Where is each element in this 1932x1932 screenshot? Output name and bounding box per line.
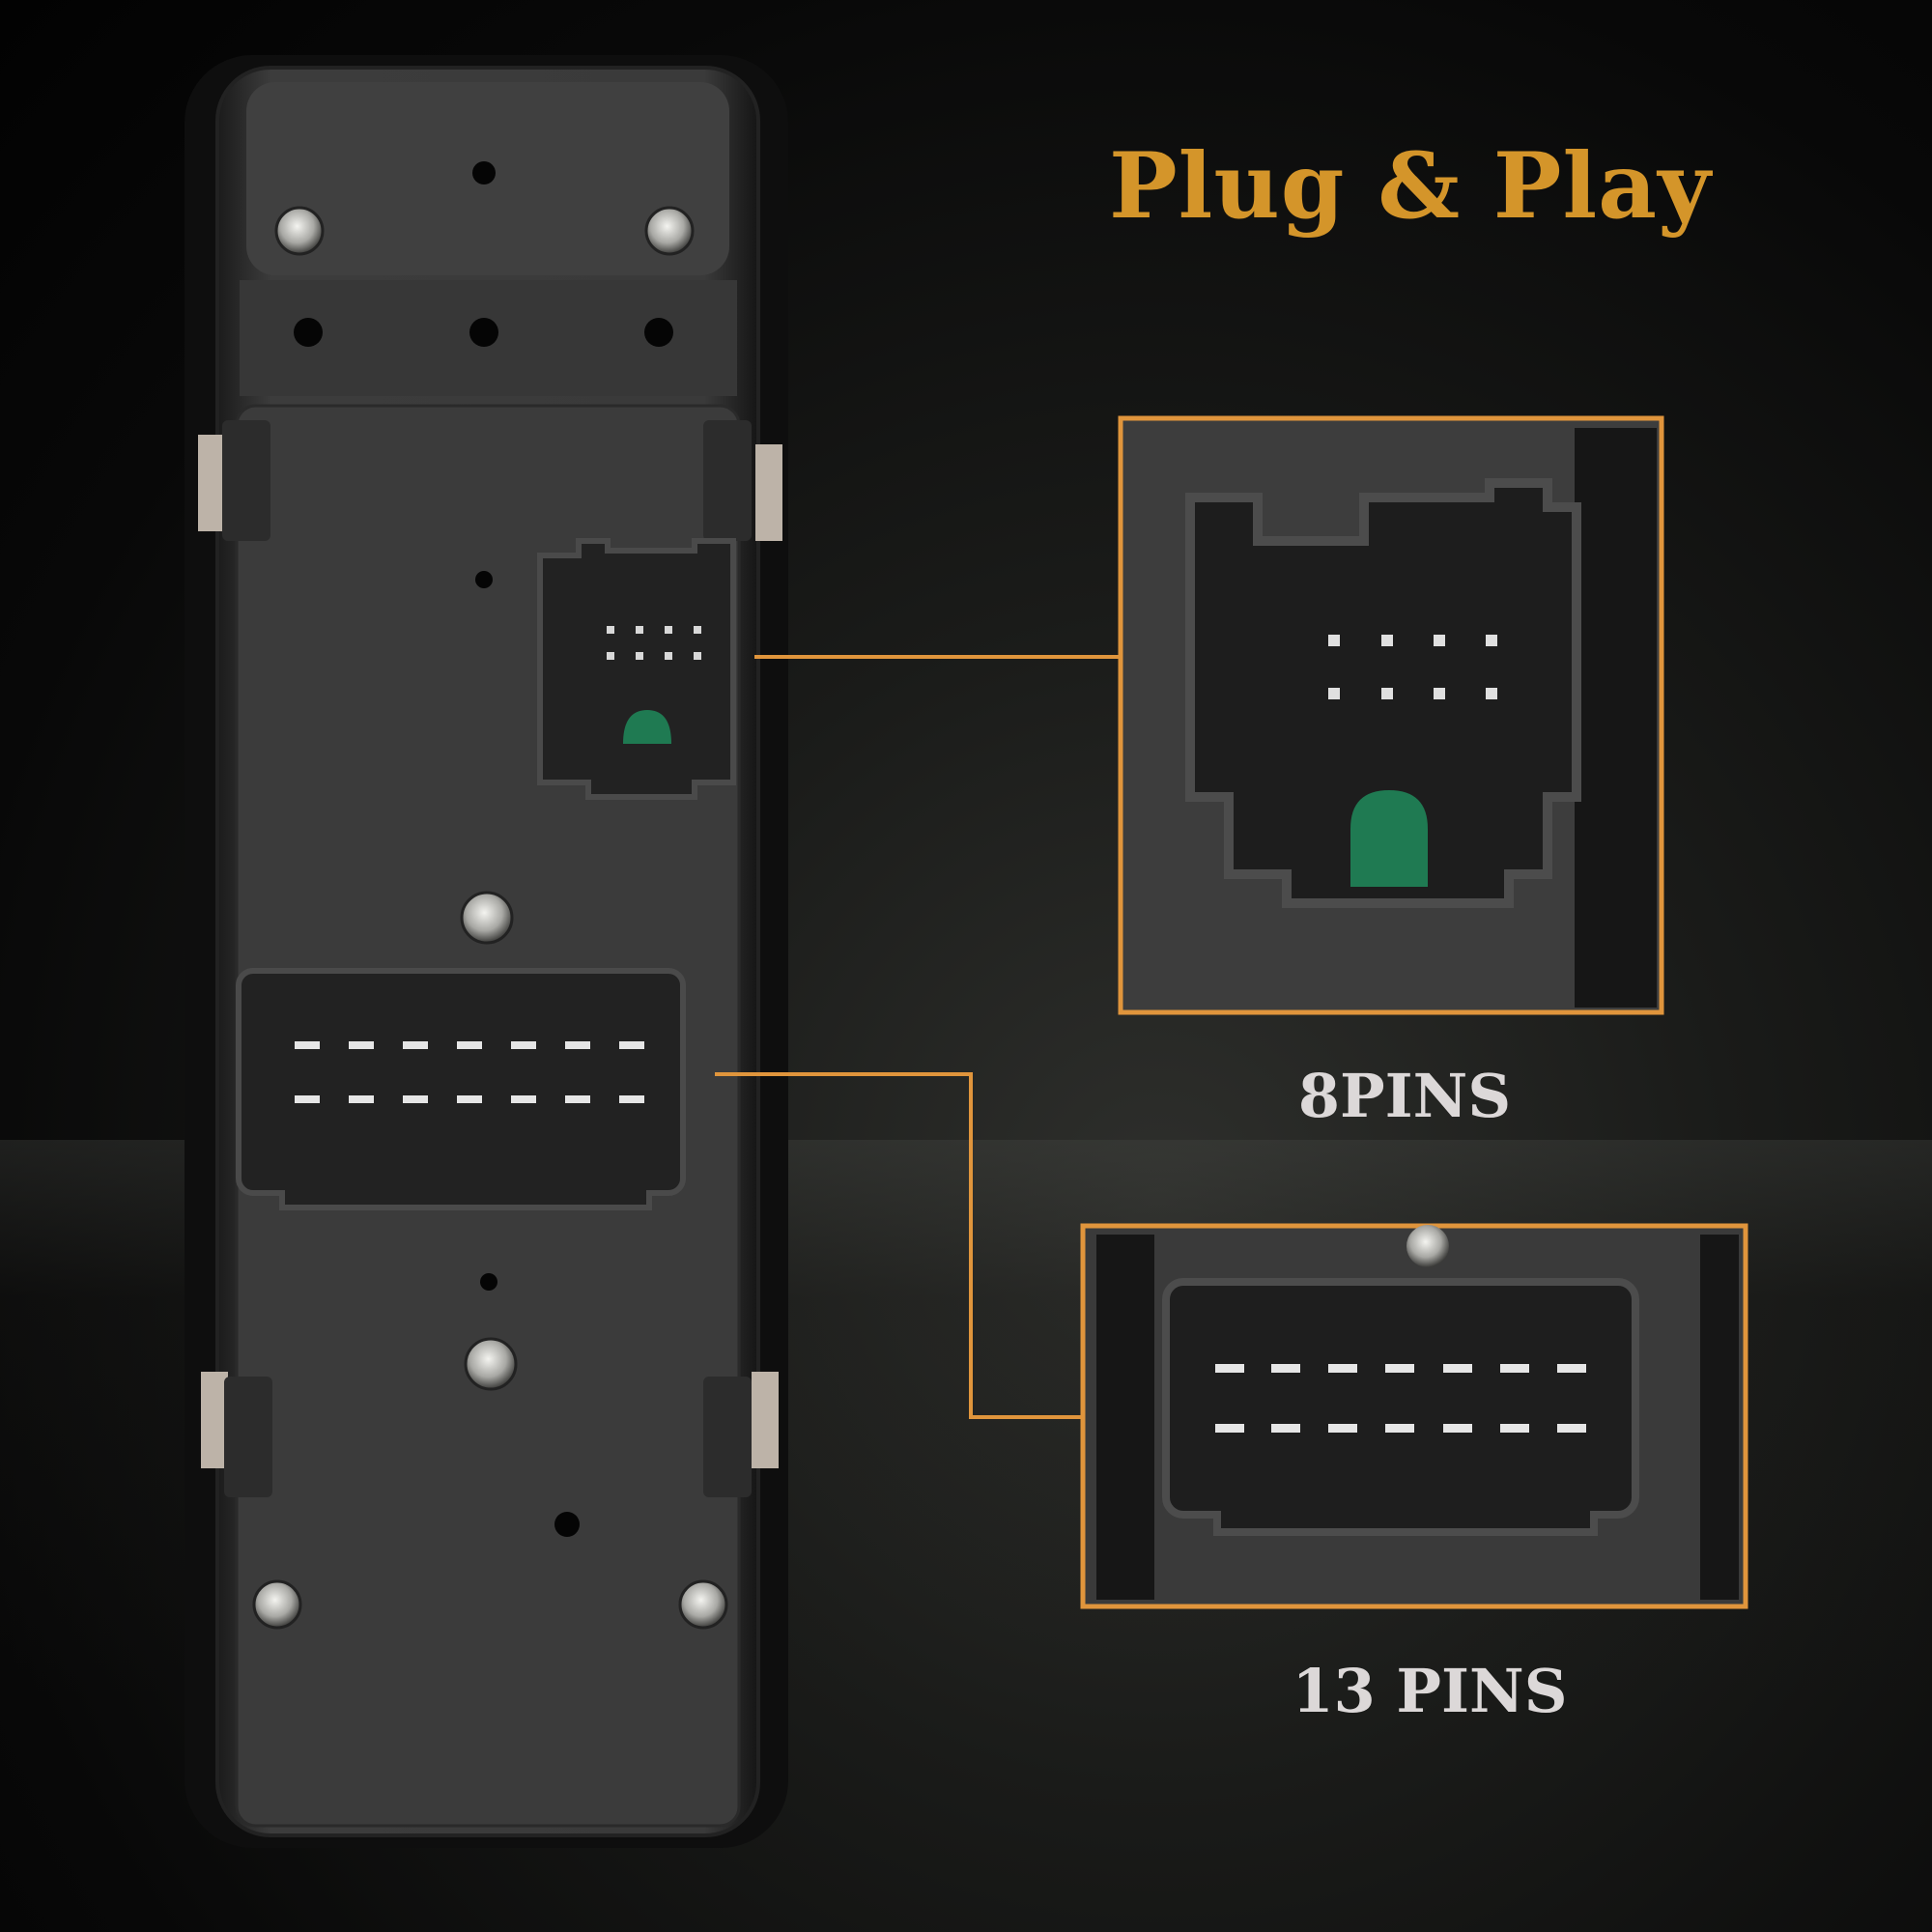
mounting-holes [294, 161, 673, 1537]
zoom-box-8pin [1118, 415, 1664, 1015]
connector-8pin [537, 538, 736, 800]
connector-13pin [236, 968, 686, 1210]
screws [252, 206, 728, 1630]
callout-line-13pin [715, 1072, 1081, 1419]
callout-lines [715, 655, 1119, 1419]
headline: Plug & Play [1109, 133, 1712, 240]
label-13pins: 13 PINS [1292, 1656, 1568, 1726]
label-8pins: 8PINS [1297, 1061, 1512, 1131]
zoom-box-13pin [1080, 1223, 1748, 1609]
